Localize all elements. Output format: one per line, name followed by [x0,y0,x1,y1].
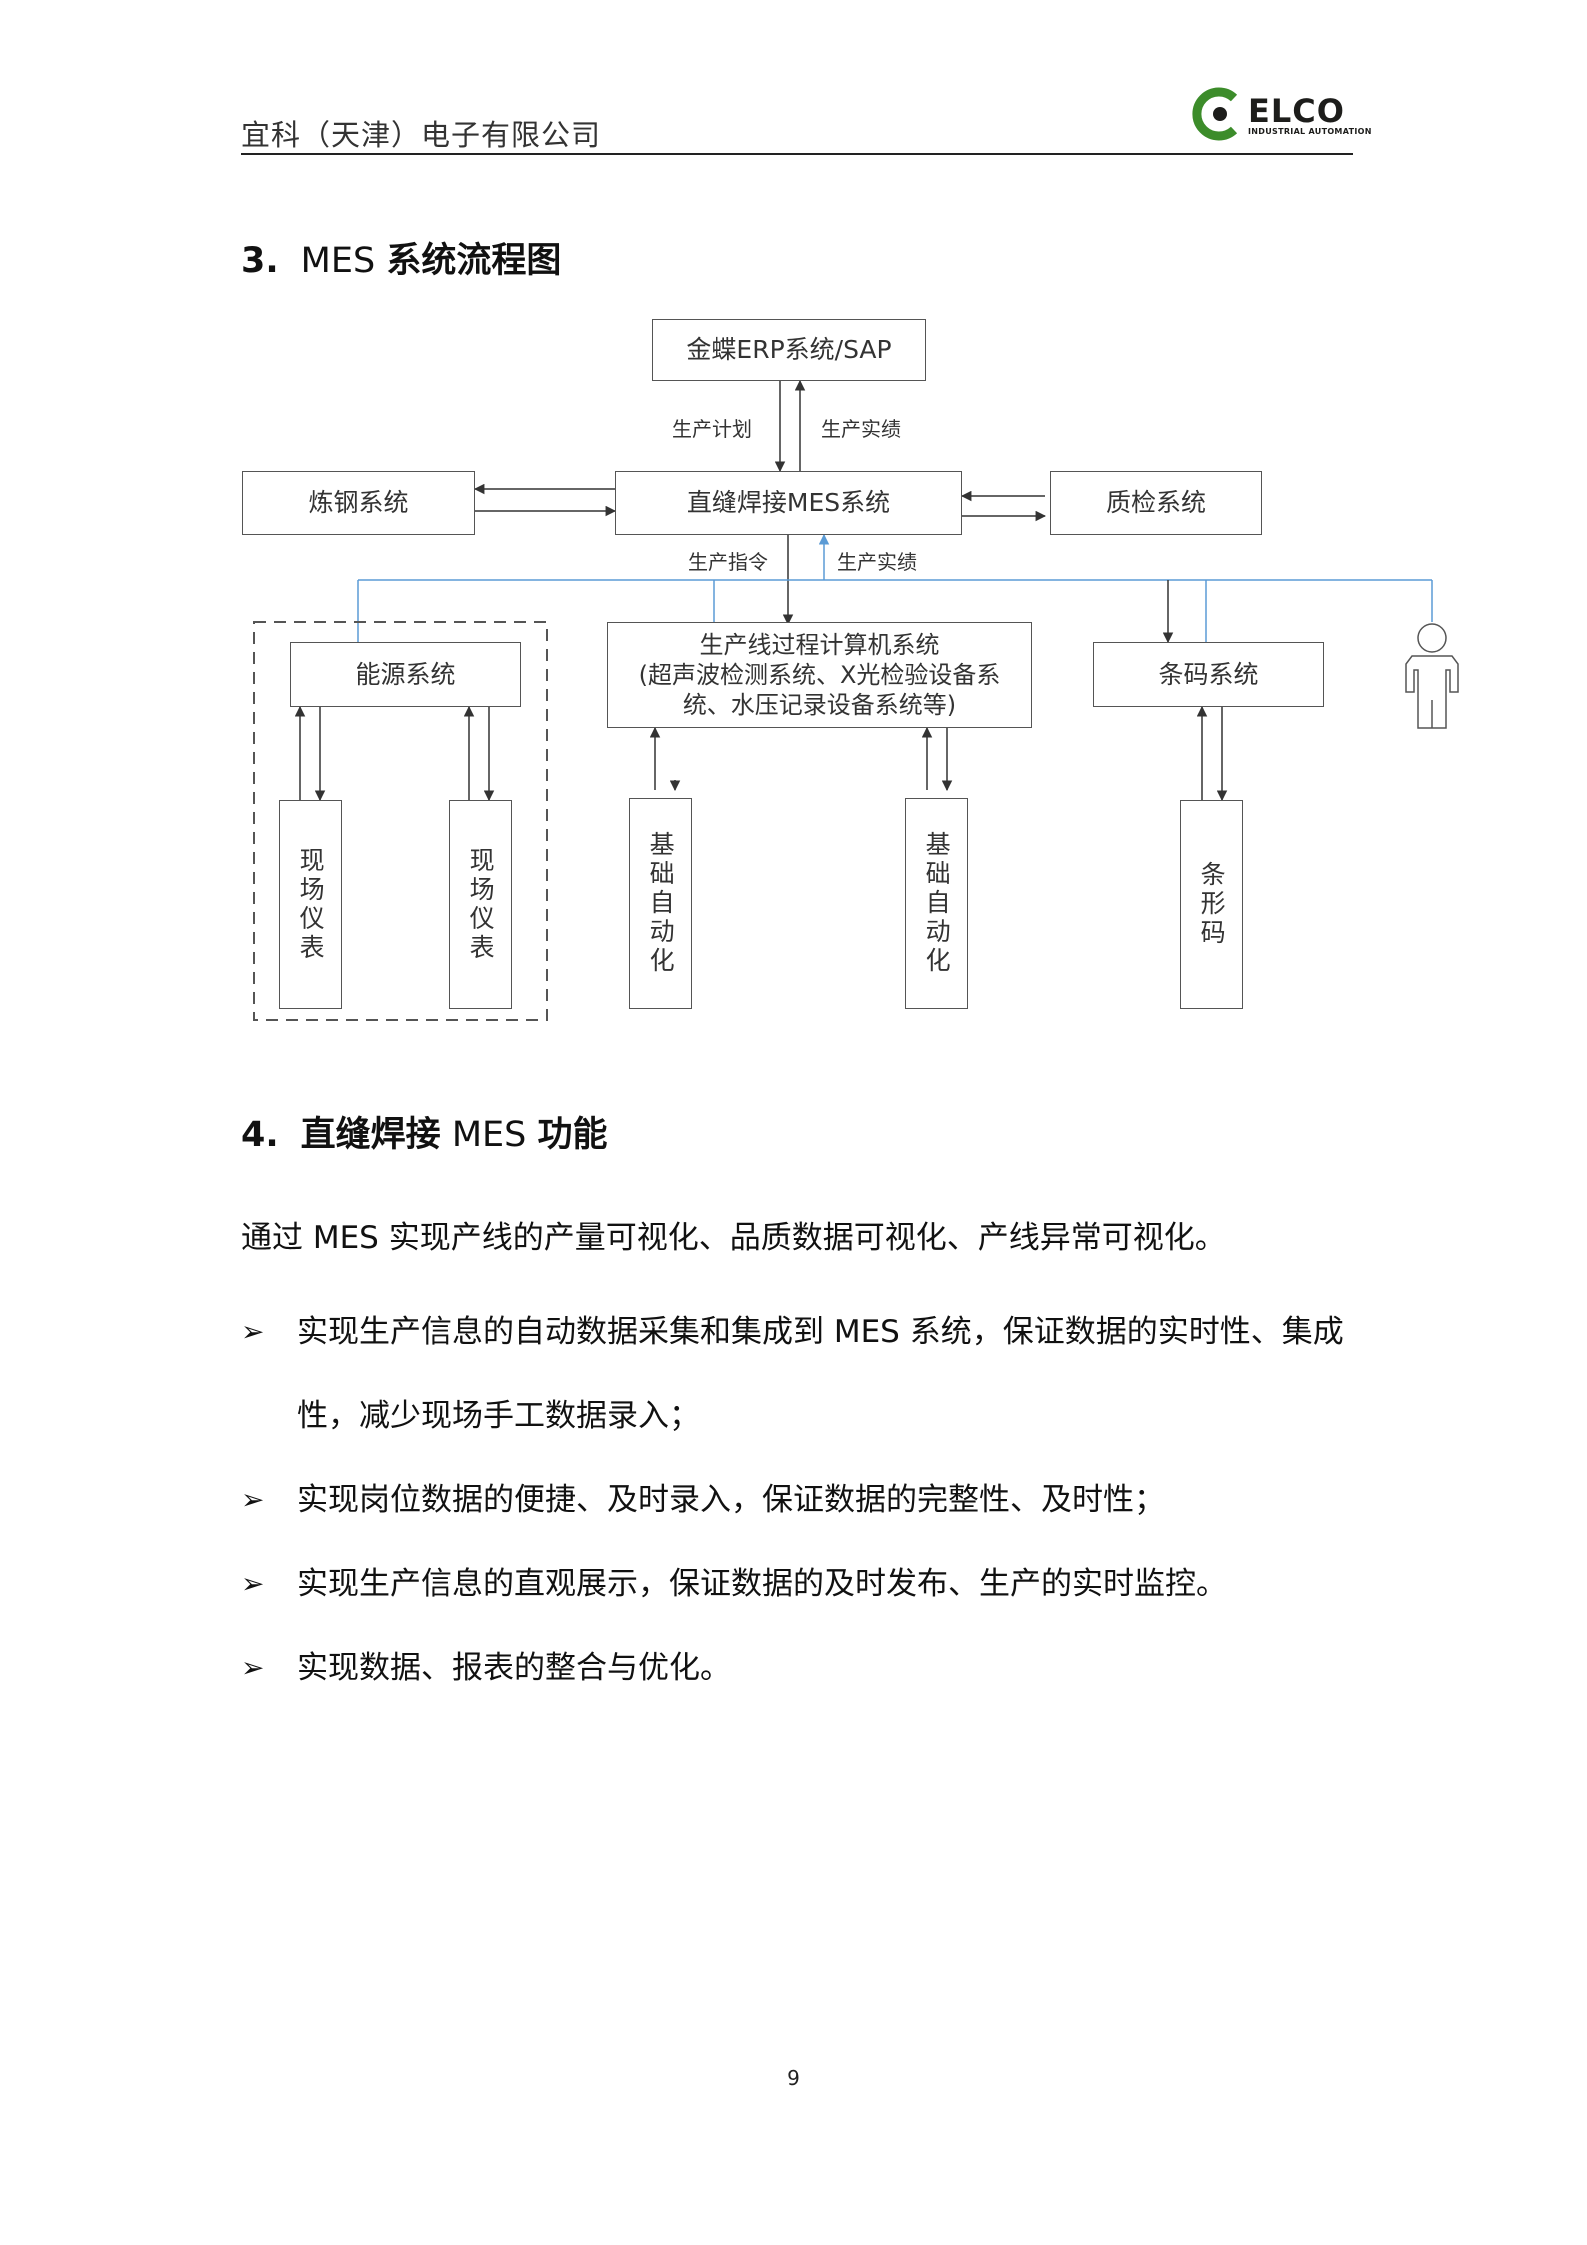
heading-title: 系统流程图 [386,241,562,281]
label-production-plan: 生产计划 [672,417,752,441]
field-meter-box-2: 现场仪表 [449,800,512,1009]
heading-prefix: MES [300,241,376,281]
heading-title-mes: MES [451,1115,527,1155]
list-item-text: 实现生产信息的自动数据采集和集成到 MES 系统，保证数据的实时性、集成性，减少… [297,1314,1344,1434]
feature-list: ➢ 实现生产信息的自动数据采集和集成到 MES 系统，保证数据的实时性、集成性，减… [241,1290,1356,1710]
list-item: ➢ 实现生产信息的直观展示，保证数据的及时发布、生产的实时监控。 [241,1542,1356,1626]
bullet-arrow-icon: ➢ [241,1567,265,1600]
list-item-text: 实现数据、报表的整合与优化。 [297,1650,731,1686]
mes-system-box: 直缝焊接MES系统 [615,471,962,535]
logo-subtext: INDUSTRIAL AUTOMATION [1248,127,1372,136]
page-number: 9 [787,2066,800,2090]
bullet-arrow-icon: ➢ [241,1651,265,1684]
list-item: ➢ 实现岗位数据的便捷、及时录入，保证数据的完整性、及时性； [241,1458,1356,1542]
process-line-1: 生产线过程计算机系统 [699,631,940,659]
section-4-heading: 4. 直缝焊接 MES 功能 [241,1106,608,1157]
process-line-3: 统、水压记录设备系统等) [682,691,957,719]
heading-title-part2: 功能 [537,1115,608,1155]
company-name: 宜科（天津）电子有限公司 [241,118,602,152]
section-number: 3. [241,241,279,281]
diagram-connectors [253,379,1459,1021]
barcode-box: 条形码 [1180,800,1243,1009]
section-number: 4. [241,1115,279,1155]
elco-logo: ELCO INDUSTRIAL AUTOMATION [1190,84,1371,144]
barcode-system-box: 条码系统 [1093,642,1324,707]
person-icon [1405,623,1459,729]
label-production-order: 生产指令 [688,550,768,574]
intro-paragraph: 通过 MES 实现产线的产量可视化、品质数据可视化、产线异常可视化。 [241,1220,1226,1256]
label-production-actual-top: 生产实绩 [821,417,901,441]
field-meter-box-1: 现场仪表 [279,800,342,1009]
basic-automation-box-2: 基础自动化 [905,798,968,1009]
process-line-2: (超声波检测系统、X光检验设备系 [638,661,1001,689]
process-computer-box: 生产线过程计算机系统 (超声波检测系统、X光检验设备系 统、水压记录设备系统等) [607,622,1032,728]
list-item-text: 实现生产信息的直观展示，保证数据的及时发布、生产的实时监控。 [297,1566,1227,1602]
list-item: ➢ 实现数据、报表的整合与优化。 [241,1626,1356,1710]
bullet-arrow-icon: ➢ [241,1483,265,1516]
steel-system-box: 炼钢系统 [242,471,475,535]
list-item-text: 实现岗位数据的便捷、及时录入，保证数据的完整性、及时性； [297,1482,1165,1518]
erp-system-box: 金蝶ERP系统/SAP [652,319,926,381]
section-3-heading: 3. MES 系统流程图 [241,232,561,283]
basic-automation-box-1: 基础自动化 [629,798,692,1009]
label-production-actual-mid: 生产实绩 [837,550,917,574]
logo-wordmark: ELCO [1248,92,1345,130]
bullet-arrow-icon: ➢ [241,1315,265,1348]
header-divider [241,153,1353,155]
list-item: ➢ 实现生产信息的自动数据采集和集成到 MES 系统，保证数据的实时性、集成性，减… [241,1290,1356,1458]
heading-title-part1: 直缝焊接 [300,1115,441,1155]
elco-logo-icon [1192,87,1238,141]
qc-system-box: 质检系统 [1050,471,1262,535]
energy-system-box: 能源系统 [290,642,521,707]
